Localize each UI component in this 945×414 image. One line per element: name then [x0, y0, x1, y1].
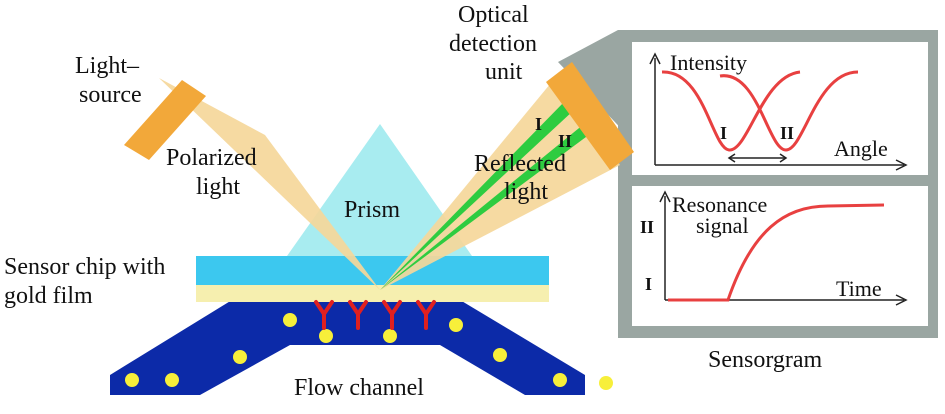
time-plot-xlabel: Time	[836, 276, 882, 301]
beam-2	[380, 124, 590, 290]
particle	[165, 373, 179, 387]
prism	[287, 124, 472, 256]
shift-arrow-right	[779, 153, 788, 163]
antibody	[416, 300, 436, 330]
polarized-light-label-line1: Polarized	[166, 145, 257, 171]
antibody	[348, 300, 368, 330]
dip-1-label: I	[720, 123, 727, 143]
prism-label: Prism	[344, 197, 400, 223]
particle	[493, 348, 507, 362]
antibody	[382, 300, 402, 330]
particle	[283, 313, 297, 327]
angle-plot-ylabel: Intensity	[670, 50, 747, 75]
binding-curve	[668, 203, 885, 302]
beam-marker-1: I	[535, 114, 542, 134]
time-y-arrow	[659, 190, 671, 203]
particle	[319, 329, 333, 343]
antibodies	[314, 300, 436, 330]
gold-film	[196, 285, 549, 302]
beam-1	[380, 100, 574, 290]
light-source-label-line2: source	[79, 82, 142, 108]
detection-label-line3: unit	[485, 59, 523, 85]
angle-y-arrow	[649, 52, 661, 65]
time-plot-frame	[632, 186, 928, 326]
beam-marker-2: II	[558, 131, 572, 151]
time-plot-ylabel-line2: signal	[696, 213, 749, 238]
sensorgram-label: Sensorgram	[708, 347, 823, 373]
particle	[449, 318, 463, 332]
flow-channel-label: Flow channel	[294, 375, 424, 401]
particles	[125, 313, 613, 390]
particle	[233, 350, 247, 364]
particle	[553, 373, 567, 387]
light-source	[124, 80, 206, 160]
time-plot-ylabel-line1: Resonance	[672, 192, 767, 217]
flow-channel-inner	[200, 345, 525, 395]
particle	[599, 376, 613, 390]
optical-detection-unit	[546, 62, 634, 170]
sensor-chip-label-line2: gold film	[4, 283, 93, 309]
light-source-label-line1: Light–	[75, 53, 140, 79]
reflected-light-label-line2: light	[504, 179, 548, 205]
angle-plot-xlabel: Angle	[834, 136, 888, 161]
particle	[383, 329, 397, 343]
angle-plot	[649, 52, 908, 171]
reflected-light-cone	[380, 72, 620, 290]
detection-label-line2: detection	[449, 31, 537, 57]
resonance-curve-2	[719, 70, 859, 152]
antibody	[314, 300, 334, 330]
level-high-label: II	[640, 217, 654, 237]
sensor-chip-label-line1: Sensor chip with	[4, 254, 165, 280]
reflected-light-label-line1: Reflected	[474, 151, 566, 177]
angle-x-arrow	[895, 159, 908, 171]
polarized-light-cone	[159, 78, 380, 290]
polarized-light-label-line2: light	[196, 174, 240, 200]
angle-plot-frame	[632, 42, 928, 175]
level-low-label: I	[645, 274, 652, 294]
particle	[125, 373, 139, 387]
detection-label-line1: Optical	[458, 2, 529, 28]
time-x-arrow	[895, 294, 908, 306]
shift-arrow-left	[727, 153, 736, 163]
dip-2-label: II	[780, 123, 794, 143]
resonance-curve-1	[661, 70, 801, 152]
